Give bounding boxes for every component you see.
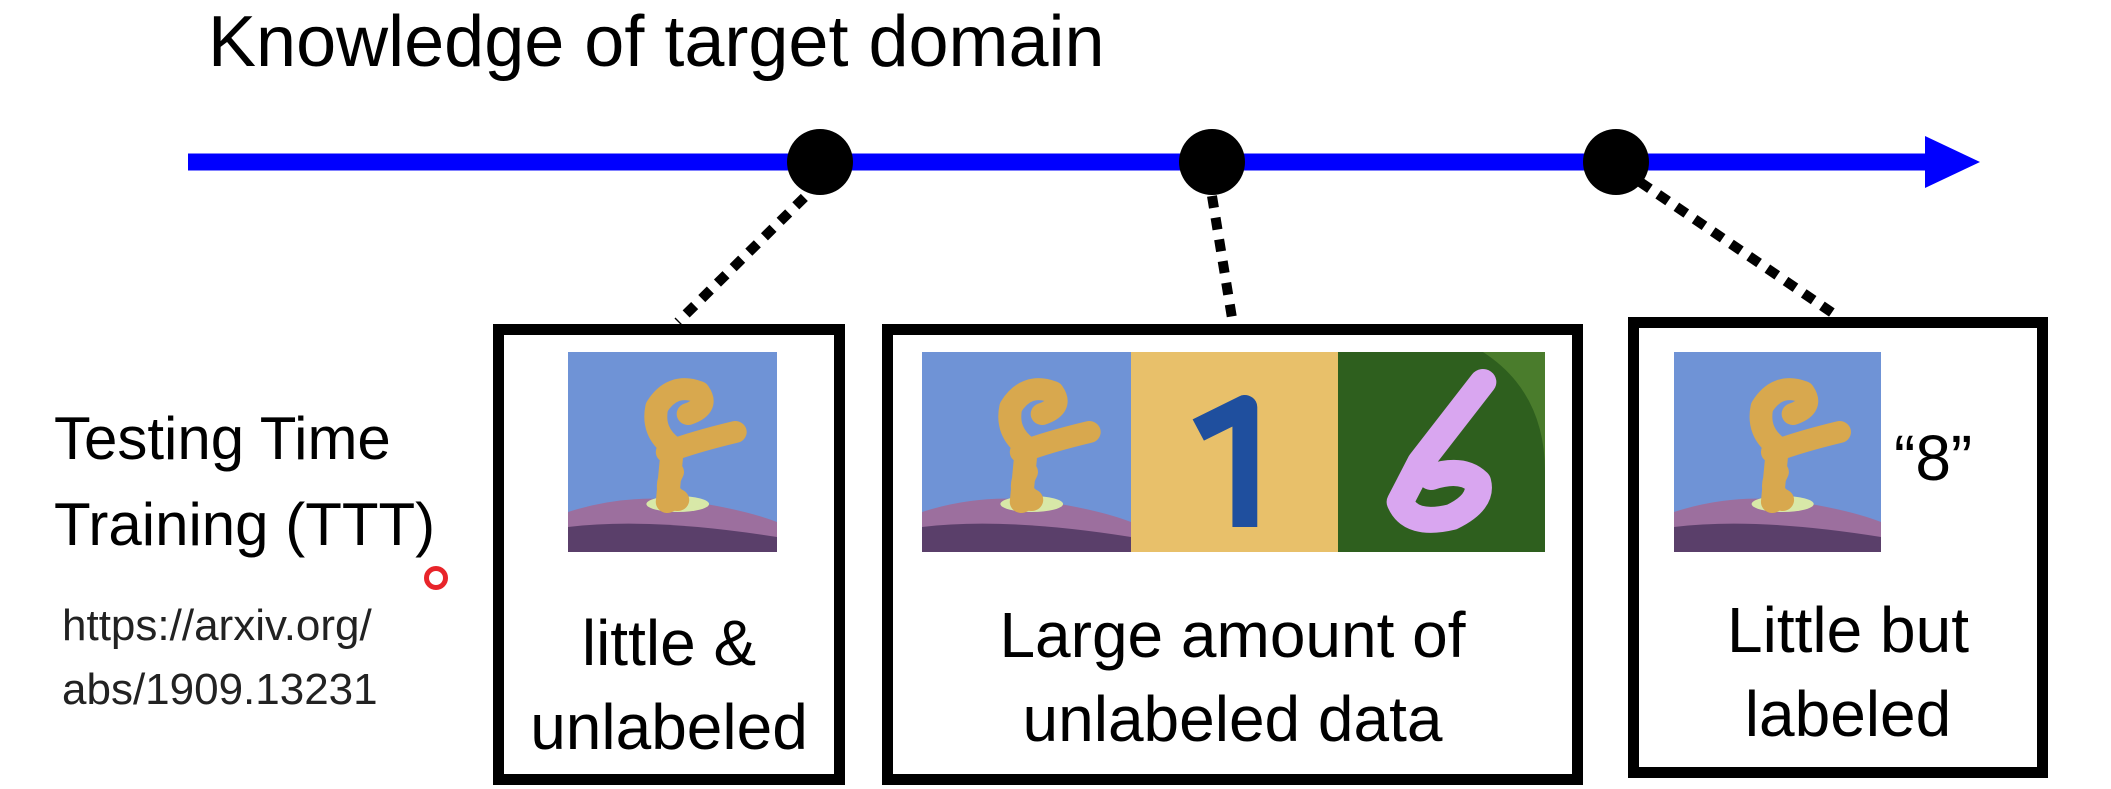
box-label-line2: labeled xyxy=(1744,678,1952,750)
digit-8-image xyxy=(568,352,777,552)
connector-1 xyxy=(674,178,824,326)
label-annotation: “8” xyxy=(1894,422,1973,494)
method-name: Testing Time Training (TTT) xyxy=(54,396,435,568)
box-label-line2: unlabeled xyxy=(530,691,808,763)
pointer-cursor-icon xyxy=(424,566,448,590)
method-line2: Training (TTT) xyxy=(54,491,436,558)
digit-1-image xyxy=(1131,352,1338,552)
digit-8-image xyxy=(922,352,1131,552)
axis-arrowhead xyxy=(1925,136,1980,188)
reference-line1: https://arxiv.org/ xyxy=(62,601,372,650)
box-label-line1: Large amount of xyxy=(999,599,1466,671)
box-label-line1: Little but xyxy=(1727,594,1969,666)
axis-point-2 xyxy=(1179,129,1245,195)
axis-title: Knowledge of target domain xyxy=(208,2,1105,82)
box-label-line1: little & xyxy=(581,607,757,679)
connector-2 xyxy=(1207,195,1237,319)
connector-3 xyxy=(1637,177,1843,323)
digit-8-image xyxy=(1674,352,1881,552)
box-label-line2: unlabeled data xyxy=(1022,683,1443,755)
reference-link[interactable]: https://arxiv.org/ abs/1909.13231 xyxy=(62,594,378,722)
digit-6-image xyxy=(1338,352,1545,552)
method-line1: Testing Time xyxy=(54,405,391,472)
reference-line2: abs/1909.13231 xyxy=(62,665,378,714)
axis-point-1 xyxy=(787,129,853,195)
axis-point-3 xyxy=(1583,129,1649,195)
